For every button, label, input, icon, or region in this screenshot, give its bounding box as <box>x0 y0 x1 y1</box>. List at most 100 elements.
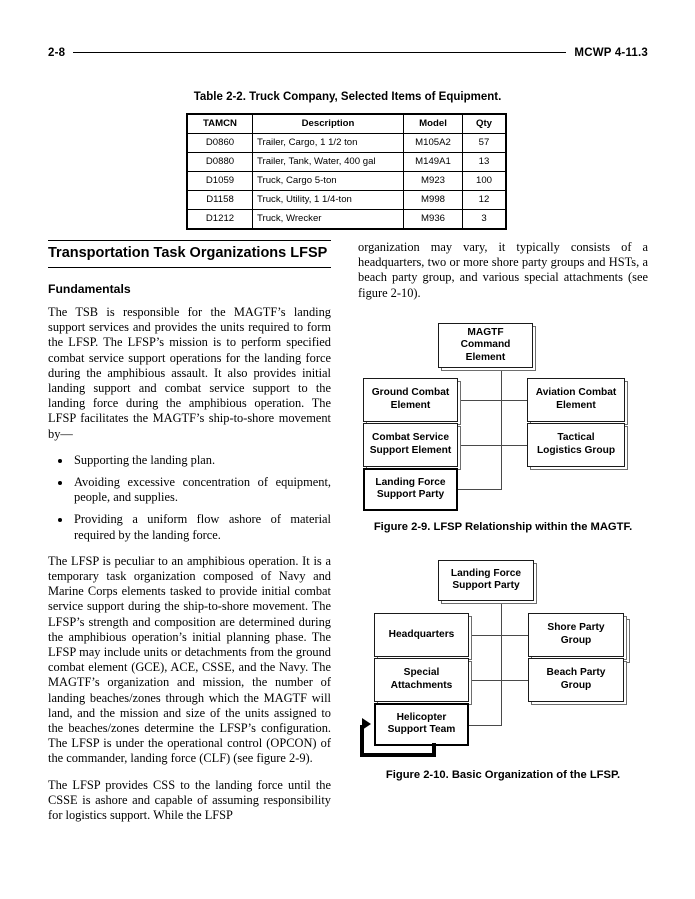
table-header-row: TAMCN Description Model Qty <box>186 113 507 134</box>
paragraph-continuation: organization may vary, it typically cons… <box>358 240 648 300</box>
paragraph-1: The TSB is responsible for the MAGTF’s l… <box>48 305 331 441</box>
cell-qty: 13 <box>462 152 507 172</box>
list-item: Providing a uniform flow ashore of mater… <box>52 512 331 542</box>
running-head: 2-8 MCWP 4-11.3 <box>48 44 648 62</box>
sub-heading: Fundamentals <box>48 282 131 296</box>
connector-to-aviation-combat <box>501 399 528 402</box>
loop-arrowhead-icon <box>362 717 371 730</box>
document-id: MCWP 4-11.3 <box>574 47 648 59</box>
connector-to-lfsp <box>450 488 502 491</box>
node-special-attachments: Special Attachments <box>374 657 469 702</box>
section-heading: Transportation Task Organizations LFSP <box>48 240 331 268</box>
node-line: Element <box>390 399 431 411</box>
table-row: D1059 Truck, Cargo 5-ton M923 100 <box>186 171 507 191</box>
loop-arrow-left-segment <box>360 724 364 757</box>
column-header-model: Model <box>403 113 463 134</box>
header-rule <box>73 52 567 53</box>
equipment-table: TAMCN Description Model Qty D0860 Traile… <box>186 113 507 230</box>
paragraph-2: The LFSP is peculiar to an amphibious op… <box>48 553 331 766</box>
node-line: Combat Service <box>371 432 449 444</box>
connector-to-ground-combat <box>450 399 502 402</box>
cell-tamcn: D1059 <box>186 171 253 191</box>
table-caption: Table 2-2. Truck Company, Selected Items… <box>193 91 502 103</box>
table-row: D0880 Trailer, Tank, Water, 400 gal M149… <box>186 152 507 172</box>
cell-description: Truck, Utility, 1 1/4-ton <box>252 190 404 210</box>
cell-tamcn: D1212 <box>186 209 253 230</box>
column-header-tamcn: TAMCN <box>186 113 253 134</box>
page-number: 2-8 <box>48 47 66 59</box>
paragraph-3: The LFSP provides CSS to the landing for… <box>48 777 331 823</box>
node-line: Support Party <box>376 489 445 501</box>
node-line: MAGTF <box>467 326 504 338</box>
connector-vertical-trunk <box>501 600 503 726</box>
node-line: Group <box>560 634 592 646</box>
cell-qty: 12 <box>462 190 507 210</box>
bullet-list: Supporting the landing plan. Avoiding ex… <box>48 453 331 543</box>
connector-to-headquarters <box>461 634 502 637</box>
table-row: D1158 Truck, Utility, 1 1/4-ton M998 12 <box>186 190 507 210</box>
cell-qty: 57 <box>462 133 507 153</box>
cell-qty: 3 <box>462 209 507 230</box>
node-line: Attachments <box>390 679 453 691</box>
cell-description: Trailer, Cargo, 1 1/2 ton <box>252 133 404 153</box>
node-magtf-command-element: MAGTF Command Element <box>438 322 533 368</box>
node-aviation-combat-element: Aviation Combat Element <box>527 377 625 422</box>
connector-to-beach-party-group <box>501 679 529 682</box>
node-ground-combat-element: Ground Combat Element <box>363 377 458 422</box>
cell-description: Trailer, Tank, Water, 400 gal <box>252 152 404 172</box>
loop-arrow-riser-segment <box>432 742 436 757</box>
node-shore-party-group: Shore Party Group <box>528 612 624 657</box>
node-line: Special <box>403 667 440 679</box>
node-headquarters: Headquarters <box>374 612 469 657</box>
connector-to-css-element <box>450 444 502 447</box>
cell-model: M936 <box>403 209 463 230</box>
node-line: Headquarters <box>388 628 455 640</box>
node-landing-force-support-party: Landing Force Support Party <box>363 467 458 511</box>
node-line: Support Element <box>369 444 452 456</box>
org-chart-magtf: MAGTF Command Element Ground Combat Elem… <box>358 312 648 511</box>
connector-vertical-trunk <box>501 367 503 490</box>
connector-to-special-attachments <box>461 679 502 682</box>
node-helicopter-support-team: Helicopter Support Team <box>374 702 469 746</box>
cell-tamcn: D0880 <box>186 152 253 172</box>
cell-description: Truck, Cargo 5-ton <box>252 171 404 191</box>
node-line: Beach Party <box>546 667 606 679</box>
node-line: Shore Party <box>547 622 605 634</box>
node-line: Element <box>556 399 596 411</box>
cell-tamcn: D0860 <box>186 133 253 153</box>
cell-model: M149A1 <box>403 152 463 172</box>
org-chart-lfsp: Landing Force Support Party Headquarters… <box>358 555 648 757</box>
figure-2-9: MAGTF Command Element Ground Combat Elem… <box>358 312 648 533</box>
figure-2-10: Landing Force Support Party Headquarters… <box>358 555 648 781</box>
cell-qty: 100 <box>462 171 507 191</box>
column-header-qty: Qty <box>462 113 507 134</box>
node-line: Logistics Group <box>536 444 616 456</box>
list-item: Supporting the landing plan. <box>52 453 331 468</box>
node-line: Support Party <box>452 580 520 592</box>
figure-2-9-caption: Figure 2-9. LFSP Relationship within the… <box>373 520 633 533</box>
node-line: Support Team <box>387 724 456 736</box>
right-text-column: organization may vary, it typically cons… <box>358 240 648 781</box>
node-line: Landing Force <box>375 476 446 488</box>
connector-to-helicopter-support-team <box>461 724 502 727</box>
cell-tamcn: D1158 <box>186 190 253 210</box>
node-line: Ground Combat <box>371 387 450 399</box>
loop-arrow-bottom-segment <box>360 752 436 757</box>
cell-model: M923 <box>403 171 463 191</box>
node-line: Group <box>560 679 592 691</box>
column-header-description: Description <box>252 113 404 134</box>
node-combat-service-support-element: Combat Service Support Element <box>363 422 458 467</box>
table-row: D1212 Truck, Wrecker M936 3 <box>186 209 507 230</box>
left-text-column: Transportation Task Organizations LFSP F… <box>48 240 331 823</box>
node-line: Aviation Combat <box>535 387 617 399</box>
node-line: Command <box>460 339 511 351</box>
list-item: Avoiding excessive concentration of equi… <box>52 475 331 505</box>
cell-model: M105A2 <box>403 133 463 153</box>
table-row: D0860 Trailer, Cargo, 1 1/2 ton M105A2 5… <box>186 133 507 153</box>
cell-description: Truck, Wrecker <box>252 209 404 230</box>
node-landing-force-support-party-root: Landing Force Support Party <box>438 559 534 601</box>
node-line: Helicopter <box>396 711 447 723</box>
node-tactical-logistics-group: Tactical Logistics Group <box>527 422 625 467</box>
node-beach-party-group: Beach Party Group <box>528 657 624 702</box>
cell-model: M998 <box>403 190 463 210</box>
